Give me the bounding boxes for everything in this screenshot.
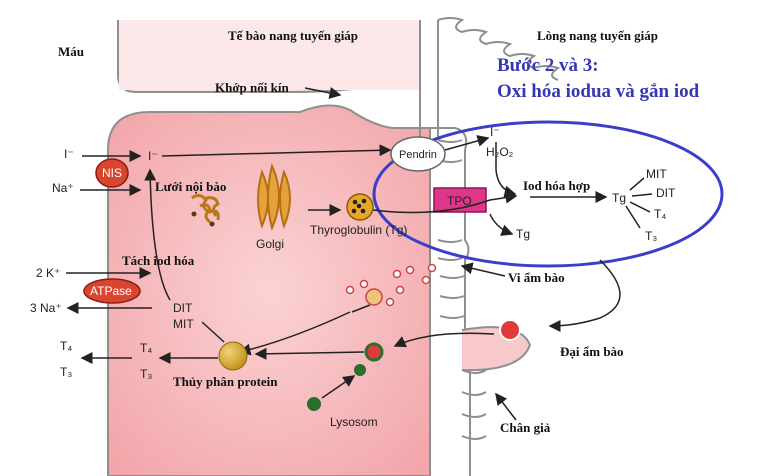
t4-out-label: T₄	[60, 339, 72, 353]
tg-released-label: Tg	[516, 227, 530, 241]
lysosome-label: Lysosom	[330, 415, 378, 429]
tg-label: Tg	[612, 191, 626, 205]
micro-vesicles	[345, 263, 437, 307]
mit-label: MIT	[646, 167, 667, 181]
iodide-blood: I⁻	[64, 147, 74, 161]
lumen-label: Lòng nang tuyến giáp	[537, 28, 658, 43]
tpo-label: TPO	[447, 194, 472, 208]
nis-label: NIS	[102, 166, 122, 180]
er-icon	[191, 193, 220, 227]
step-subtitle: Oxi hóa iodua và gắn iod	[497, 81, 700, 102]
tight-junction-label: Khớp nối kín	[215, 80, 289, 95]
dit-label: DIT	[656, 186, 676, 200]
cell-label: Tế bào nang tuyến giáp	[228, 28, 358, 43]
proteolysis-label: Thủy phân protein	[173, 374, 278, 389]
t4-label: T₄	[654, 207, 666, 221]
golgi-icon	[257, 163, 291, 232]
mit-left-label: MIT	[173, 317, 194, 331]
micropinocytosis-label: Vi ẩm bào	[508, 270, 565, 285]
dit-left-label: DIT	[173, 301, 193, 315]
apical-microvilli-top	[437, 17, 561, 81]
t4-mid-label: T₄	[140, 341, 152, 355]
sodium3-label: 3 Na⁺	[30, 301, 62, 315]
t3-out-label: T₃	[60, 365, 72, 379]
thyroglobulin-label: Thyroglobulin (Tg)	[310, 223, 407, 237]
atpase-pump: ATPase	[83, 278, 141, 304]
blood-label: Máu	[58, 44, 84, 59]
iodide-cell: I⁻	[148, 149, 158, 163]
h2o2-label: H₂O₂	[486, 145, 514, 159]
potassium-label: 2 K⁺	[36, 266, 60, 280]
atpase-label: ATPase	[90, 284, 132, 298]
highlight-ellipse	[372, 120, 724, 268]
step-title: Bước 2 và 3:	[497, 55, 599, 76]
t3-label: T₃	[645, 229, 657, 243]
iodination-label: Iod hóa hợp	[523, 178, 590, 193]
deiodination-label: Tách iod hóa	[122, 253, 195, 268]
pseudopod-label: Chân giả	[500, 420, 551, 435]
iodide-lumen: I⁻	[490, 125, 500, 139]
pendrin-transporter: Pendrin	[390, 136, 446, 172]
follicular-cell	[107, 17, 561, 476]
thyroglobulin-icon	[346, 193, 374, 221]
lysosome-icon	[307, 397, 321, 411]
t3-mid-label: T₃	[140, 367, 152, 381]
macropinocytosis-label: Đại ẩm bào	[560, 344, 624, 359]
colloid-droplet-small	[365, 288, 383, 306]
nis-transporter: NIS	[95, 158, 129, 188]
colloid-droplet-large	[218, 341, 248, 371]
phagolysosome	[364, 342, 384, 362]
macro-vesicle	[499, 319, 521, 341]
pendrin-label: Pendrin	[399, 149, 437, 161]
lysosome-small	[354, 364, 366, 376]
golgi-label: Golgi	[256, 237, 284, 251]
sodium-blood: Na⁺	[52, 181, 74, 195]
er-label: Lưới nội bào	[155, 179, 226, 194]
